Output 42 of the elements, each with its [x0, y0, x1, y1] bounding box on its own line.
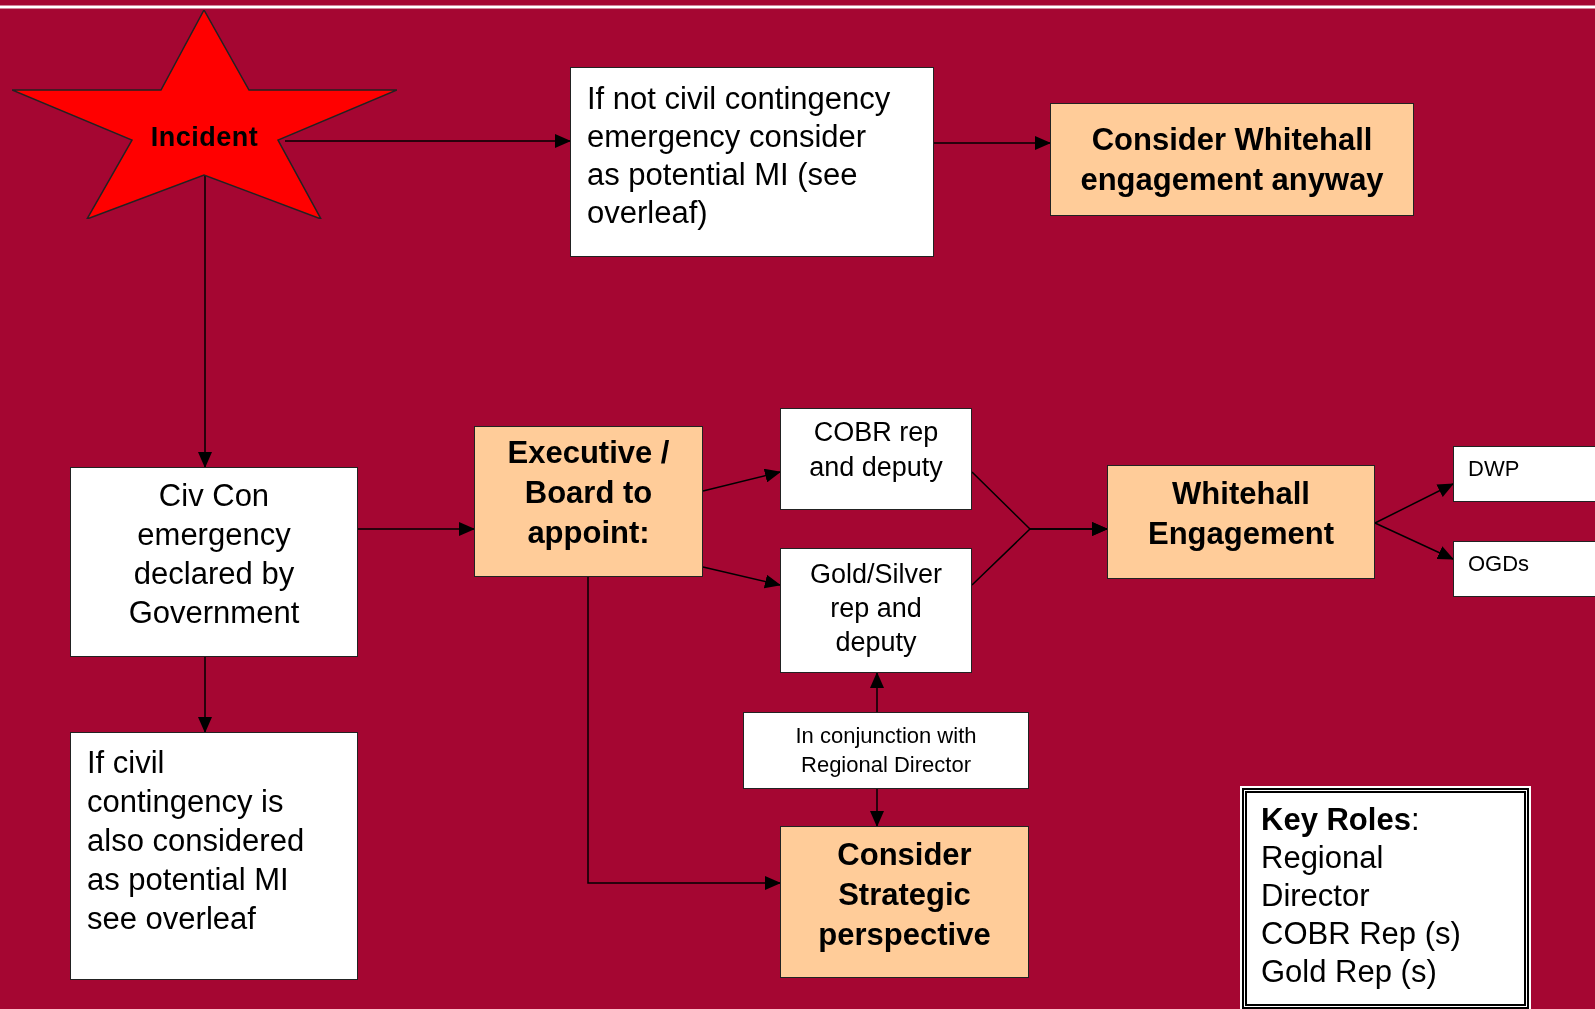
node-label: Civ Con emergency declared by Government [127, 477, 301, 632]
panel-heading: Key Roles: [1261, 801, 1421, 839]
process-box [1050, 103, 1414, 216]
process-box [1453, 541, 1595, 597]
arrow [284, 134, 571, 148]
process-box [1453, 446, 1595, 502]
process-box [1107, 465, 1375, 579]
process-box [780, 548, 972, 673]
arrow [357, 522, 475, 536]
process-box [780, 826, 1029, 978]
node-label: In conjunction with Regional Director [794, 722, 978, 779]
arrow [587, 576, 781, 890]
process-box [780, 408, 972, 510]
arrow [1374, 483, 1454, 524]
node-label: If not civil contingency emergency consider as potential MI (see overleaf) [587, 80, 892, 232]
process-box [474, 426, 703, 577]
arrow [870, 672, 884, 713]
node-label: If civil contingency is also considered as potential MI see overleaf [87, 744, 306, 938]
key-roles-panel [1242, 788, 1529, 1009]
node-label: OGDs [1468, 550, 1531, 578]
role-item: Gold Rep (s) [1261, 953, 1438, 991]
arrow [870, 788, 884, 827]
arrow [971, 522, 1108, 586]
role-item: Regional Director [1261, 839, 1385, 915]
node-label: Whitehall Engagement [1147, 475, 1335, 553]
process-box [70, 467, 358, 657]
arrow [702, 468, 781, 492]
process-box [70, 732, 358, 980]
process-box [570, 67, 934, 257]
role-item: COBR Rep (s) [1261, 915, 1462, 953]
arrow [702, 566, 781, 589]
node-label: Consider Whitehall engagement anyway [1079, 120, 1385, 199]
node-label: Consider Strategic perspective [817, 836, 992, 954]
node-label: DWP [1468, 455, 1521, 483]
arrow [1374, 522, 1454, 560]
node-label: Gold/Silver rep and deputy [808, 558, 943, 659]
node-label: Incident [150, 122, 259, 152]
arrow [933, 136, 1051, 150]
process-box [743, 712, 1029, 789]
node-label: COBR rep and deputy [808, 416, 944, 484]
arrow [198, 656, 212, 733]
node-label: Executive / Board to appoint: [506, 434, 671, 552]
